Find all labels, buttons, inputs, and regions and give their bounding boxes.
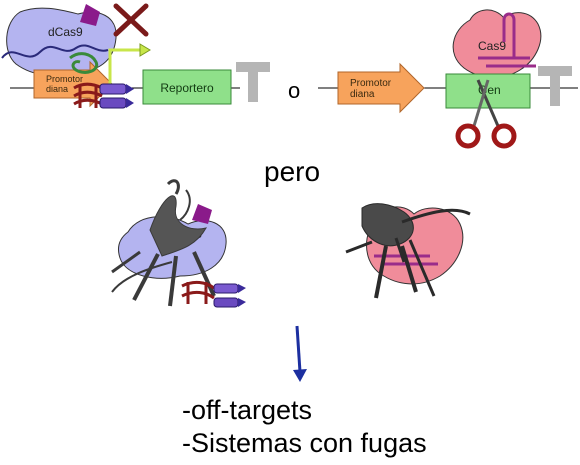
- transcription-arrowhead: [139, 43, 151, 57]
- left-alien-repressor: [181, 280, 215, 304]
- right-promoter-label-line1: Promotor: [350, 78, 392, 89]
- left-promoter-label-line1: Promotor: [46, 74, 83, 84]
- left-terminator: [236, 62, 270, 102]
- bullet-leaky-systems: -Sistemas con fugas: [182, 428, 427, 458]
- blocked-x-icon: [113, 3, 149, 37]
- right-grna: [478, 12, 536, 68]
- left-construct: dCas9 Promotor diana: [1, 3, 270, 109]
- scissors-icon: [455, 79, 517, 149]
- right-alien-complex: [345, 203, 471, 299]
- transcription-arrow: [108, 48, 140, 84]
- dcas9-protein: [6, 7, 117, 77]
- alien-creature-left: [111, 179, 216, 307]
- reporter-label: Reportero: [160, 81, 214, 95]
- left-promoter-label-line2: diana: [46, 84, 68, 94]
- left-alien-clip: [213, 283, 246, 308]
- right-promoter-arrow: [337, 62, 425, 114]
- repressor-clip: [99, 83, 134, 109]
- cas9-label: Cas9: [478, 39, 506, 53]
- left-grna-hairpin: [69, 52, 99, 74]
- alien-creature-right: [345, 203, 471, 299]
- down-arrow: [293, 325, 307, 382]
- right-terminator: [538, 66, 572, 106]
- right-promoter-label-line2: diana: [350, 89, 375, 100]
- left-promoter-label: Promotor diana: [46, 74, 86, 94]
- right-promoter-label: Promotor diana: [350, 78, 394, 100]
- left-grna-strand: [1, 44, 109, 59]
- left-alien-diamond: [192, 204, 212, 224]
- left-alien-complex: 9: [111, 179, 246, 308]
- effector-diamond: [80, 4, 100, 26]
- bullet-off-targets: -off-targets: [182, 395, 313, 425]
- middle-caption: pero: [264, 156, 321, 187]
- connector-word: o: [288, 78, 300, 103]
- dcas9-label: dCas9: [48, 25, 83, 39]
- reporter-box: [142, 69, 232, 105]
- right-construct: Promotor diana Cas9 Gen: [318, 9, 578, 149]
- cas9-protein: [452, 9, 542, 78]
